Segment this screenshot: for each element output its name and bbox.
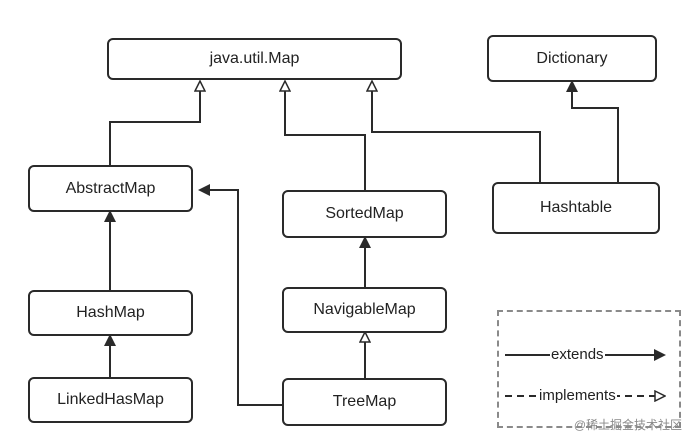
linked-hash-map-node: LinkedHasMap	[28, 377, 193, 423]
watermark-text: @稀土掘金技术社区	[573, 418, 682, 432]
edge-treemap-abstractmap	[198, 184, 282, 406]
edge-hashtable-map	[372, 82, 541, 182]
navigable-map-node: NavigableMap	[282, 287, 447, 333]
legend-extends-label: extends	[550, 346, 605, 363]
hash-map-node: HashMap	[28, 290, 193, 336]
edge-abstractmap-map	[109, 82, 200, 165]
map-node: java.util.Map	[107, 38, 402, 80]
sorted-map-node: SortedMap	[282, 190, 447, 238]
edge-hashtable-dictionary	[566, 80, 619, 182]
tree-map-node: TreeMap	[282, 378, 447, 426]
dictionary-node: Dictionary	[487, 35, 657, 82]
abstract-map-node: AbstractMap	[28, 165, 193, 212]
legend-implements-label: implements	[538, 387, 617, 404]
legend-box	[497, 310, 681, 428]
edge-sortedmap-map	[285, 82, 366, 190]
hashtable-node: Hashtable	[492, 182, 660, 234]
